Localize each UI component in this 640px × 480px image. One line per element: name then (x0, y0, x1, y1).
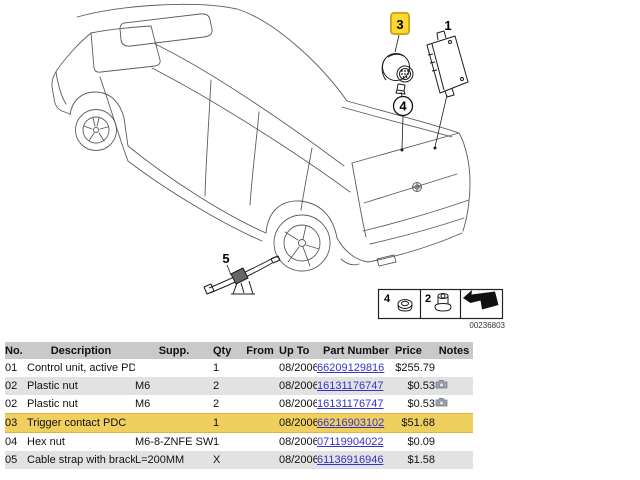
callout-4-label: 4 (399, 99, 407, 114)
cell-qty: 1 (213, 362, 220, 374)
cell-upto: 08/2006 (279, 451, 317, 469)
col-header-qty: Qty (213, 342, 241, 359)
parts-diagram: 3 1 4 5 4 2 00236803 (51, 3, 506, 330)
callout-3-label: 3 (396, 17, 403, 32)
cell-qty: 1 (213, 436, 220, 448)
col-header-price: Price (395, 342, 435, 359)
part-number-link[interactable]: 66209129816 (317, 362, 385, 374)
cell-description: Trigger contact PDC (27, 413, 135, 433)
cell-upto: 08/2006 (279, 362, 317, 374)
cell-price: $0.53 (407, 398, 435, 410)
col-header-notes: Notes (435, 342, 473, 359)
part-5-cable-strap-drawing[interactable] (203, 255, 281, 295)
table-row: 04 Hex nut M6-8-ZNFE SW 1 08/2006 071199… (5, 433, 473, 452)
col-header-part-number: Part Number (317, 342, 395, 359)
inset-cell-2-label: 2 (425, 293, 431, 305)
cell-no: 01 (5, 362, 18, 374)
cell-description: Cable strap with bracket (27, 451, 135, 469)
cell-upto: 08/2006 (279, 398, 317, 410)
cell-supp: M6-8-ZNFE SW (135, 436, 213, 448)
photo-icon[interactable] (435, 379, 448, 392)
cell-qty: 1 (213, 413, 241, 433)
cell-description: Plastic nut (27, 398, 78, 410)
cell-description: Control unit, active PDC (27, 362, 135, 374)
part-number-link[interactable]: 61136916946 (317, 454, 384, 466)
part-number-link[interactable]: 07119904022 (317, 436, 384, 448)
part-number-link[interactable]: 16131176747 (317, 380, 384, 392)
cell-upto: 08/2006 (279, 413, 317, 433)
cell-no: 05 (5, 451, 27, 469)
table-header-row: No. Description Supp. Qty From Up To Par… (5, 342, 473, 359)
cell-no: 04 (5, 436, 18, 448)
part-number-link[interactable]: 16131176747 (317, 398, 384, 410)
col-header-no: No. (5, 342, 27, 359)
continue-arrow-icon (463, 290, 499, 310)
diagram-number: 00236803 (469, 321, 505, 330)
parts-table: No. Description Supp. Qty From Up To Par… (5, 342, 473, 469)
part-number-link[interactable]: 66216903102 (317, 417, 385, 429)
cell-supp: L=200MM (135, 451, 213, 469)
part-3-trigger-contact-drawing[interactable] (381, 53, 414, 95)
cell-no: 02 (5, 377, 27, 395)
cell-from (241, 377, 279, 395)
part-1-control-unit-drawing[interactable] (426, 30, 469, 98)
cell-no: 02 (5, 398, 18, 410)
col-header-from: From (241, 342, 279, 359)
cell-from (241, 413, 279, 433)
callout-3[interactable]: 3 (390, 12, 410, 35)
table-row-highlighted: 03 Trigger contact PDC 1 08/2006 6621690… (5, 413, 473, 433)
leader-lines (226, 34, 448, 276)
cell-supp: M6 (135, 377, 213, 395)
cell-from (241, 359, 279, 377)
car-outline-drawing (51, 3, 471, 272)
cell-qty: X (213, 451, 241, 469)
cell-description: Hex nut (27, 436, 65, 448)
hex-nut-icon (397, 299, 413, 312)
table-row: 02 Plastic nut M6 2 08/2006 16131176747 … (5, 395, 473, 414)
col-header-supp: Supp. (135, 342, 213, 359)
cell-supp (135, 413, 213, 433)
inset-box: 4 2 (377, 288, 504, 320)
cell-no: 03 (5, 413, 27, 433)
cell-price: $0.53 (395, 377, 435, 395)
photo-icon[interactable] (435, 397, 448, 410)
cell-price: $255.79 (395, 362, 435, 374)
plastic-nut-icon (434, 293, 452, 312)
cell-description: Plastic nut (27, 377, 135, 395)
cell-upto: 08/2006 (279, 436, 317, 448)
inset-cell-4-label: 4 (384, 293, 391, 305)
callout-1[interactable]: 1 (444, 18, 451, 33)
table-row: 02 Plastic nut M6 2 08/2006 16131176747 … (5, 377, 473, 395)
col-header-upto: Up To (279, 342, 317, 359)
cell-supp (135, 359, 213, 377)
cell-from (241, 433, 279, 452)
callout-5[interactable]: 5 (222, 251, 229, 266)
cell-upto: 08/2006 (279, 377, 317, 395)
cell-supp: M6 (135, 398, 151, 410)
roundel-emblem (412, 182, 422, 192)
cell-price: $0.09 (407, 436, 435, 448)
cell-from (241, 451, 279, 469)
table-row: 05 Cable strap with bracket L=200MM X 08… (5, 451, 473, 469)
table-row: 01 Control unit, active PDC 1 08/2006 66… (5, 359, 473, 377)
cell-price: $51.68 (395, 413, 435, 433)
cell-qty: 2 (213, 398, 220, 410)
col-header-description: Description (27, 342, 135, 359)
cell-from (241, 395, 279, 414)
callout-4[interactable]: 4 (392, 95, 414, 117)
cell-qty: 2 (213, 377, 241, 395)
cell-price: $1.58 (395, 451, 435, 469)
